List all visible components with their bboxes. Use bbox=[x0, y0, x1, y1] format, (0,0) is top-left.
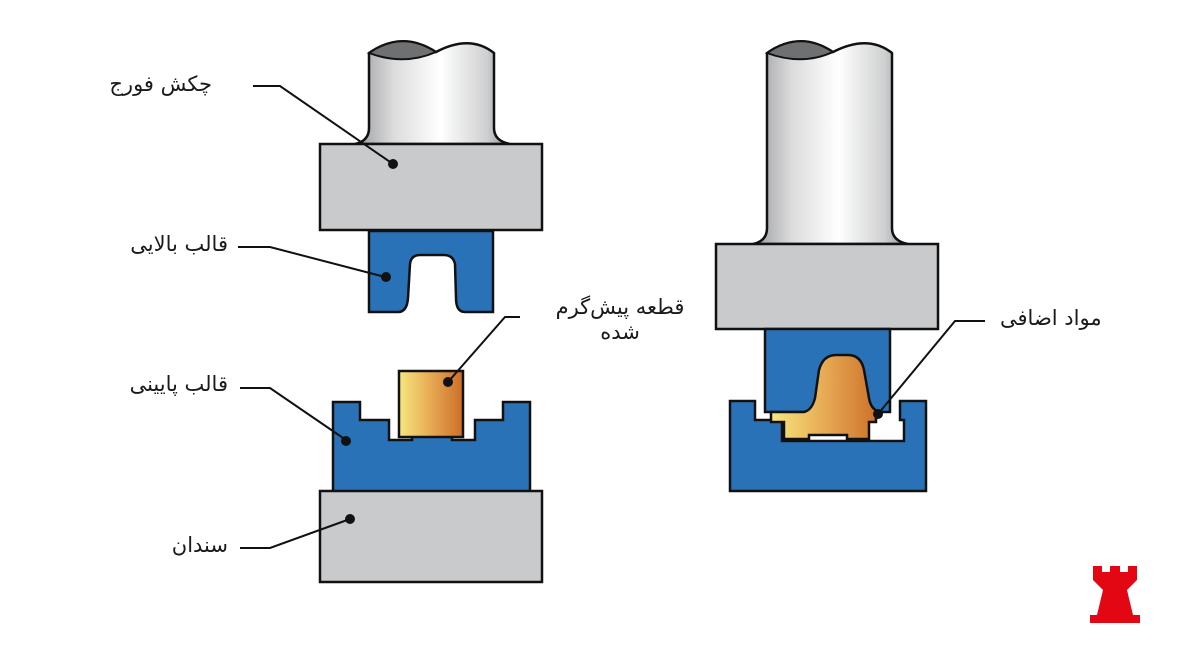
leader-dots bbox=[341, 159, 453, 524]
label-upper-die: قالب بالایی bbox=[130, 232, 228, 256]
upper-die bbox=[367, 229, 495, 314]
workpiece bbox=[397, 369, 465, 439]
rook-icon bbox=[1090, 566, 1140, 623]
label-lower-die: قالب پایینی bbox=[129, 372, 228, 396]
dot-anvil bbox=[345, 514, 355, 524]
leader-lines bbox=[238, 85, 520, 549]
label-workpiece: قطعه پیش‌گرم شده bbox=[530, 295, 710, 345]
leader-anvil bbox=[240, 518, 351, 549]
hammer-block bbox=[318, 142, 544, 232]
left-stage bbox=[238, 40, 544, 584]
leader-hammer bbox=[253, 85, 394, 165]
label-anvil: سندان bbox=[171, 533, 228, 557]
leader-workpiece bbox=[447, 316, 520, 383]
label-workpiece-line1: قطعه پیش‌گرم bbox=[555, 295, 685, 319]
dot-upper-die bbox=[381, 272, 391, 282]
lower-die bbox=[331, 400, 532, 494]
leader-upper-die bbox=[238, 246, 386, 278]
ram-cylinder bbox=[752, 40, 909, 246]
label-workpiece-line2: شده bbox=[600, 320, 640, 345]
dot-flash bbox=[873, 409, 883, 419]
dot-lower-die bbox=[341, 436, 351, 446]
label-flash: مواد اضافی bbox=[1000, 306, 1102, 330]
right-stage bbox=[714, 40, 985, 493]
ram-cylinder bbox=[354, 40, 511, 146]
lower-die bbox=[728, 399, 928, 493]
hammer-block bbox=[714, 242, 940, 331]
label-hammer: چکش فورج bbox=[109, 72, 212, 96]
leader-flash bbox=[877, 320, 985, 415]
dot-workpiece bbox=[443, 377, 453, 387]
anvil bbox=[318, 489, 544, 584]
logo bbox=[1090, 566, 1140, 623]
formed-workpiece bbox=[769, 353, 881, 441]
leader-lower-die bbox=[240, 387, 347, 441]
dot-hammer bbox=[388, 159, 398, 169]
